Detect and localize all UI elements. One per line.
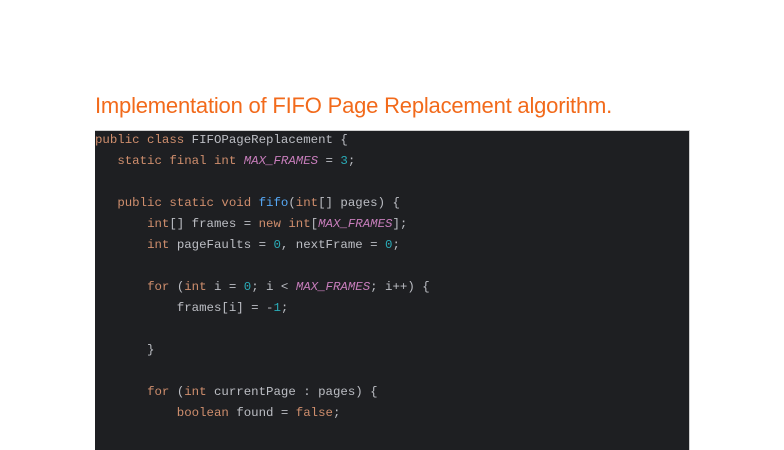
code-line-11: } <box>95 343 155 357</box>
code-line-1: public class FIFOPageReplacement { <box>95 133 348 147</box>
code-line-8: for (int i = 0; i < MAX_FRAMES; i++) { <box>147 280 430 294</box>
code-line-6: int pageFaults = 0, nextFrame = 0; <box>147 238 400 252</box>
code-line-13: for (int currentPage : pages) { <box>147 385 378 399</box>
page-title: Implementation of FIFO Page Replacement … <box>95 93 613 118</box>
code-line-9: frames[i] = -1; <box>95 301 289 315</box>
code-line-4: public static void fifo(int[] pages) { <box>117 196 400 210</box>
code-line-2: static final int MAX_FRAMES = 3; <box>117 154 356 168</box>
code-block: public class FIFOPageReplacement { stati… <box>95 130 690 450</box>
code-line-14: boolean found = false; <box>176 406 341 420</box>
code-line-5: int[] frames = new int[MAX_FRAMES]; <box>147 217 408 231</box>
